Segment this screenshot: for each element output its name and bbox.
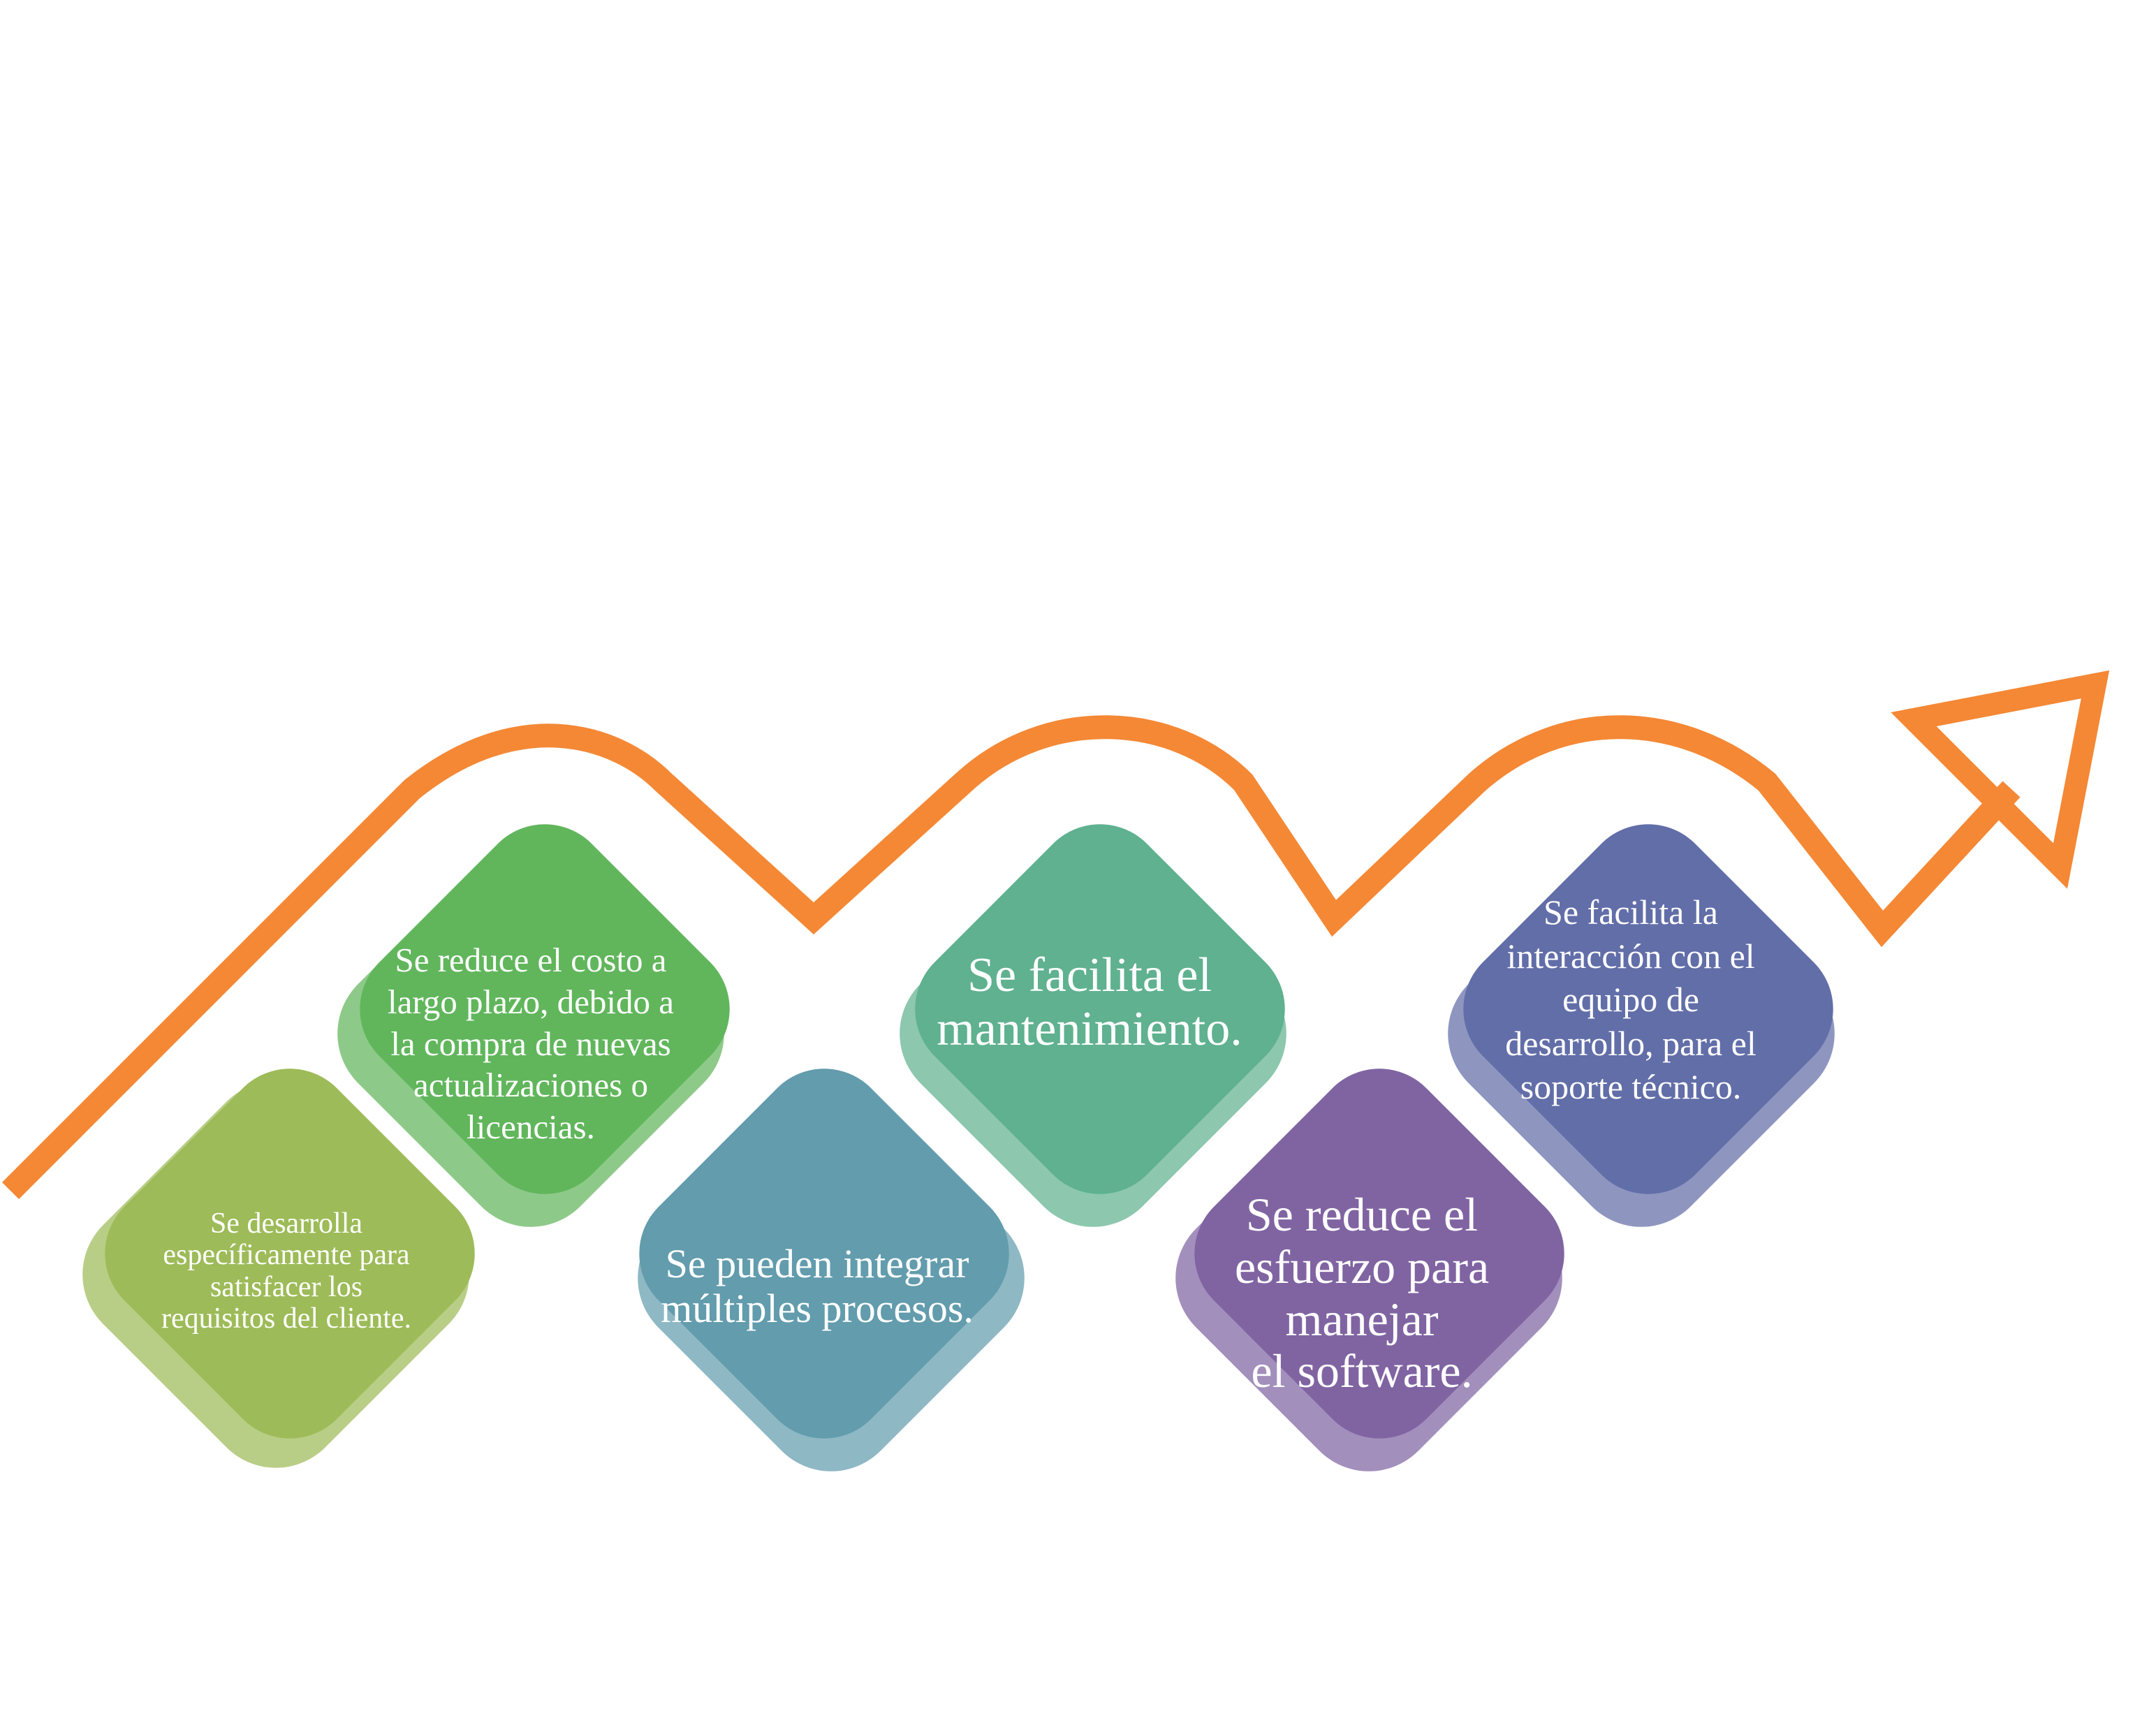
- step-4-label: Se facilita el mantenimiento.: [937, 948, 1242, 1056]
- trend-arrow-head: [1891, 670, 2110, 889]
- step-1-label: Se desarrolla específicamente para satis…: [161, 1207, 412, 1335]
- step-2-label: Se reduce el costo a largo plazo, debido…: [387, 941, 675, 1147]
- step-2-diamond: [360, 824, 730, 1194]
- step-3-shape: [638, 1069, 1025, 1471]
- step-3-diamond: [639, 1069, 1009, 1439]
- step-6-label: Se facilita la interacción con el equipo…: [1505, 893, 1757, 1106]
- step-1-diamond: [105, 1069, 475, 1439]
- step-2-shape: [337, 824, 730, 1227]
- step-6-diamond: [1463, 824, 1833, 1194]
- step-3-label: Se pueden integrar múltiples procesos.: [661, 1241, 974, 1331]
- step-5-diamond: [1194, 1069, 1564, 1439]
- step-4-shape: [900, 824, 1286, 1227]
- step-5-label: Se reduce el esfuerzo para manejar el so…: [1234, 1188, 1490, 1398]
- step-5-shape: [1175, 1069, 1564, 1471]
- step-1-shape: [82, 1069, 475, 1468]
- step-4-diamond: [915, 824, 1285, 1194]
- trend-arrow-line: [1, 715, 2021, 1200]
- step-6-shape: [1448, 824, 1835, 1227]
